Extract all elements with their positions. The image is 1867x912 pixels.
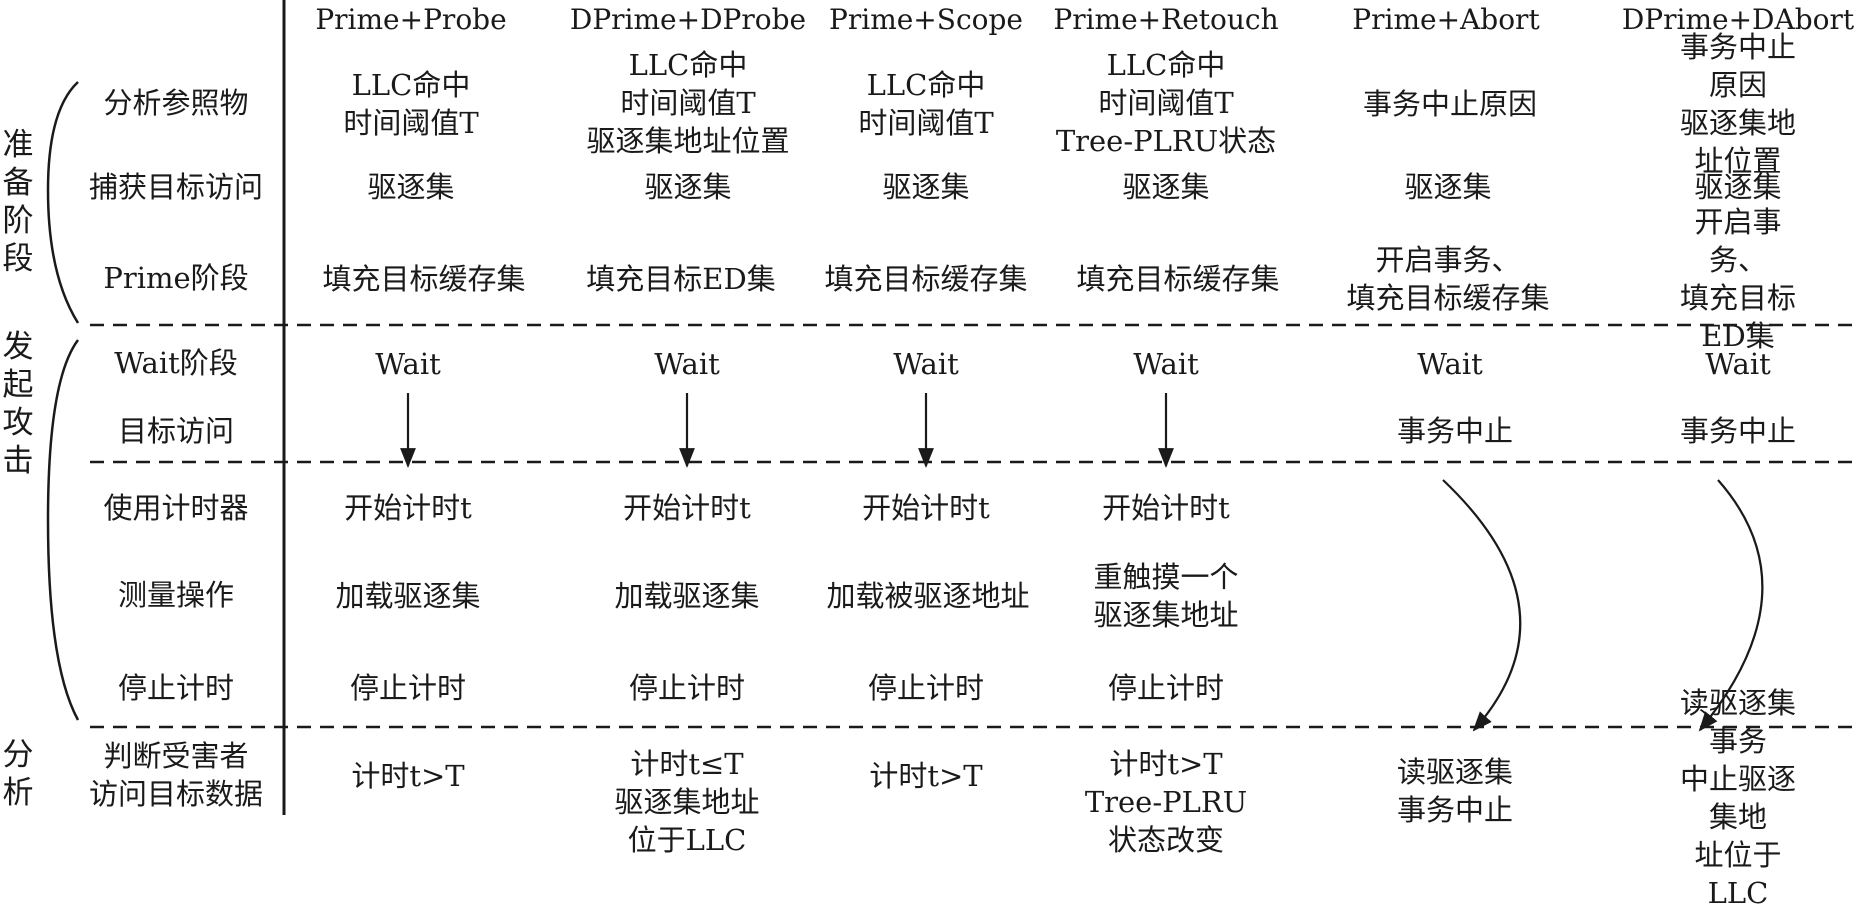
cell: 读驱逐集事务 中止驱逐集地 址位于LLC: [1679, 686, 1796, 910]
column-header: Prime+Retouch: [1053, 3, 1279, 36]
row-label: 目标访问: [117, 414, 235, 448]
curved-arrow-dprime-dabort: [1698, 479, 1764, 732]
cell: Wait: [1133, 347, 1199, 381]
cell: LLC命中 时间阈值T Tree-PLRU状态: [1055, 48, 1277, 158]
row-label: 分析参照物: [103, 86, 249, 120]
row-label: 捕获目标访问: [88, 170, 264, 204]
column-header: Prime+Abort: [1352, 3, 1540, 36]
row-label: 使用计时器: [103, 491, 249, 525]
cell: 读驱逐集 事务中止: [1396, 755, 1514, 827]
row-label: 测量操作: [117, 578, 235, 612]
cell: Wait: [1705, 347, 1771, 381]
column-header: DPrime+DProbe: [569, 3, 807, 36]
cell: 停止计时: [349, 671, 467, 705]
cell: Wait: [893, 347, 959, 381]
cell: 开始计时t: [1102, 491, 1230, 525]
cell: LLC命中 时间阈值T: [343, 68, 479, 140]
cell: 填充目标缓存集: [322, 262, 526, 296]
cell: 停止计时: [1107, 671, 1225, 705]
cell: 填充目标ED集: [586, 262, 776, 296]
column-header: Prime+Scope: [829, 3, 1023, 36]
figure-lines: [46, 0, 1860, 815]
stage-label-launch: 发起攻击: [2, 329, 34, 479]
cell: 停止计时: [867, 671, 985, 705]
cell: Wait: [654, 347, 720, 381]
column-header: DPrime+DAbort: [1621, 3, 1855, 36]
cell: 停止计时: [628, 671, 746, 705]
cell: 驱逐集: [1694, 170, 1782, 204]
cell: 开启事务、 填充目标ED集: [1679, 205, 1796, 353]
cell: 开始计时t: [862, 491, 990, 525]
cell: 开始计时t: [623, 491, 751, 525]
cell: 驱逐集: [1404, 170, 1492, 204]
cell: 开始计时t: [344, 491, 472, 525]
cell: 事务中止: [1679, 414, 1797, 448]
curved-arrow-prime-abort: [1442, 479, 1522, 732]
cell: 驱逐集: [882, 170, 970, 204]
row-label: 停止计时: [117, 671, 235, 705]
cell: Wait: [1417, 347, 1483, 381]
cell: 填充目标缓存集: [824, 262, 1028, 296]
cell: 加载驱逐集: [614, 579, 760, 613]
cell: 计时t>T Tree-PLRU 状态改变: [1084, 747, 1248, 857]
cell: 驱逐集: [1122, 170, 1210, 204]
row-label: Wait阶段: [114, 346, 238, 380]
row-label: Prime阶段: [103, 261, 249, 295]
stage-label-prepare: 准备阶段: [2, 127, 34, 277]
cell: LLC命中 时间阈值T: [858, 68, 994, 140]
cell: 驱逐集: [644, 170, 732, 204]
row-label: 判断受害者 访问目标数据: [88, 739, 264, 811]
cell: 计时t>T: [351, 759, 465, 793]
cell: 开启事务、 填充目标缓存集: [1346, 243, 1550, 315]
cell: 计时t>T: [869, 759, 983, 793]
bracket-launch: [46, 339, 80, 721]
cell: 事务中止原因 驱逐集地址位置: [1679, 30, 1796, 178]
column-header: Prime+Probe: [315, 3, 507, 36]
cell: 重触摸一个 驱逐集地址: [1093, 560, 1239, 632]
cell: Wait: [375, 347, 441, 381]
cell: LLC命中 时间阈值T 驱逐集地址位置: [586, 48, 790, 158]
cell: 计时t≤T 驱逐集地址 位于LLC: [614, 747, 760, 857]
cell: 事务中止: [1396, 414, 1514, 448]
cell: 填充目标缓存集: [1076, 262, 1280, 296]
cell: 加载被驱逐地址: [826, 579, 1030, 613]
cell: 驱逐集: [367, 170, 455, 204]
cell: 加载驱逐集: [335, 579, 481, 613]
bracket-prepare: [46, 81, 80, 324]
stage-label-analyze: 分析: [2, 737, 34, 811]
cell: 事务中止原因: [1362, 87, 1538, 121]
